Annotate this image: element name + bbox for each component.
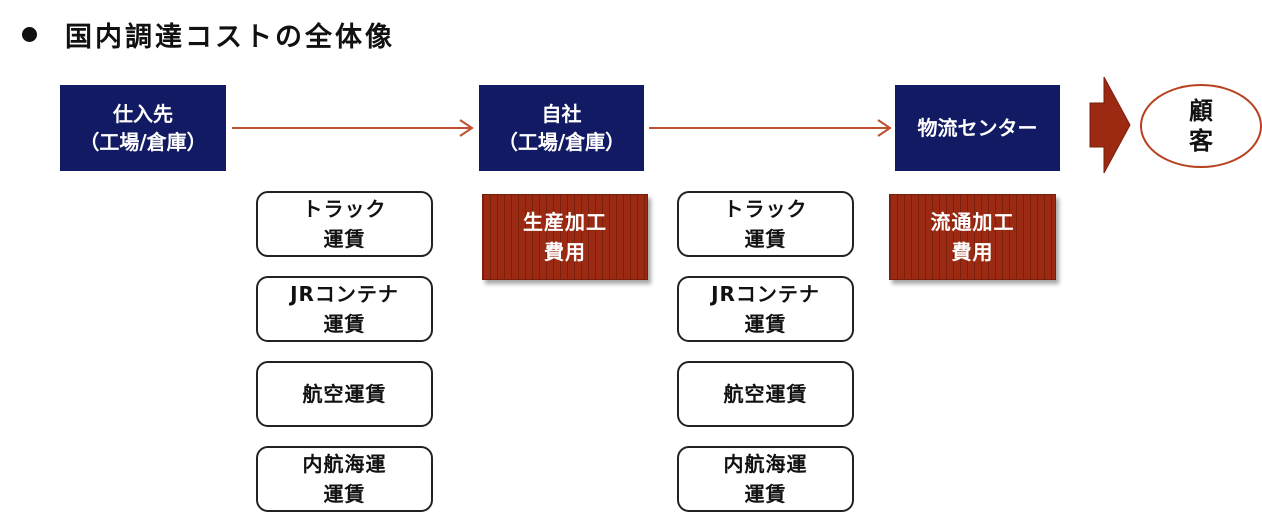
- processing-cost-production-line2: 費用: [544, 240, 586, 264]
- node-logistics-center: 物流センター: [895, 85, 1060, 171]
- cost-line1: 内航海運: [302, 452, 387, 476]
- node-own-company-line1: 自社: [541, 102, 582, 126]
- node-own-company-line2: （工場/倉庫）: [497, 130, 626, 154]
- node-customer: 顧 客: [1140, 84, 1262, 168]
- cost-line2: 運賃: [744, 482, 787, 506]
- node-supplier-line1: 仕入先: [113, 102, 173, 126]
- page-title: 国内調達コストの全体像: [22, 14, 395, 54]
- processing-cost-production-line1: 生産加工: [523, 210, 607, 234]
- processing-cost-distribution-line2: 費用: [951, 240, 994, 264]
- arrow-supplier-to-own: [232, 119, 474, 137]
- processing-cost-production: 生産加工 費用: [482, 194, 648, 280]
- page-title-text: 国内調達コストの全体像: [65, 21, 395, 53]
- cost-line1: 航空運賃: [723, 382, 808, 406]
- cost-line1: 航空運賃: [302, 382, 387, 406]
- cost-line2: 運賃: [323, 227, 366, 251]
- block-arrow-to-customer: [1089, 76, 1131, 174]
- cost-line2: 運賃: [323, 312, 366, 336]
- transport-cost-right-coastal-shipping: 内航海運 運賃: [677, 446, 854, 512]
- node-customer-line1: 顧: [1189, 97, 1213, 125]
- processing-cost-distribution-line1: 流通加工: [930, 210, 1015, 234]
- transport-cost-right-air: 航空運賃: [677, 361, 854, 427]
- cost-line1: 内航海運: [723, 452, 808, 476]
- transport-cost-left-coastal-shipping: 内航海運 運賃: [256, 446, 433, 512]
- cost-line1: JRコンテナ: [290, 282, 399, 306]
- transport-cost-left-truck: トラック 運賃: [256, 191, 433, 257]
- transport-cost-left-air: 航空運賃: [256, 361, 433, 427]
- processing-cost-distribution: 流通加工 費用: [889, 194, 1056, 280]
- cost-line2: 運賃: [744, 227, 787, 251]
- cost-line2: 運賃: [744, 312, 787, 336]
- transport-cost-right-jr-container: JRコンテナ 運賃: [677, 276, 854, 342]
- node-customer-line2: 客: [1189, 127, 1213, 155]
- node-supplier-line2: （工場/倉庫）: [79, 130, 207, 154]
- bullet-icon: [22, 26, 37, 42]
- node-logistics-center-label: 物流センター: [917, 116, 1038, 140]
- arrow-own-to-logistics: [649, 119, 892, 137]
- cost-line2: 運賃: [323, 482, 366, 506]
- transport-cost-left-jr-container: JRコンテナ 運賃: [256, 276, 433, 342]
- cost-line1: JRコンテナ: [711, 282, 820, 306]
- transport-cost-right-truck: トラック 運賃: [677, 191, 854, 257]
- node-own-company: 自社 （工場/倉庫）: [479, 85, 644, 171]
- node-supplier: 仕入先 （工場/倉庫）: [60, 85, 226, 171]
- cost-line1: トラック: [723, 197, 808, 221]
- cost-line1: トラック: [302, 197, 387, 221]
